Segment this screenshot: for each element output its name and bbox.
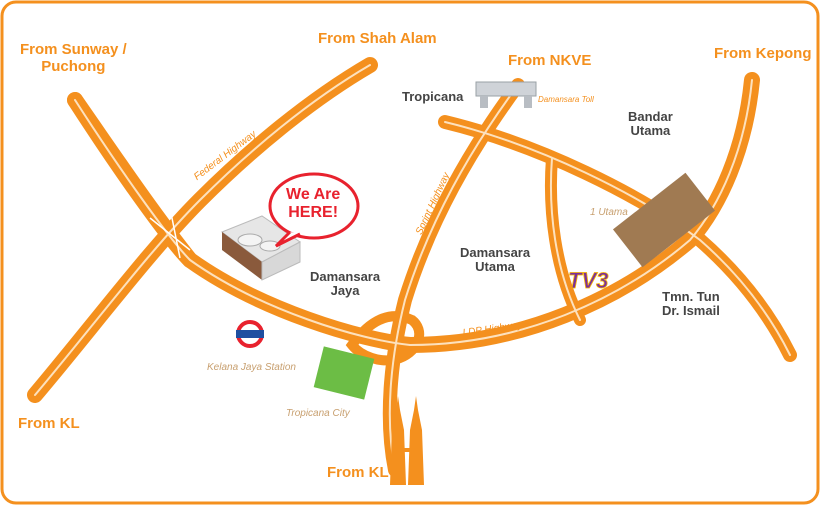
- we-are-here-bubble: [268, 172, 360, 248]
- tropicana-city-label: Tropicana City: [286, 408, 350, 419]
- petronas-towers-icon: [390, 396, 424, 485]
- interchange-loop: [345, 311, 425, 366]
- from-kepong-label: From Kepong: [714, 45, 812, 62]
- lrt-station-icon: [236, 320, 264, 348]
- tmn-tun-label: Tmn. Tun Dr. Ismail: [662, 289, 720, 319]
- kelana-jaya-label: Kelana Jaya Station: [207, 362, 296, 373]
- tropicana-label: Tropicana: [402, 89, 464, 104]
- svg-text:TV3: TV3: [568, 268, 608, 293]
- from-kl-west-label: From KL: [18, 415, 80, 432]
- one-utama-mall-icon: [612, 172, 716, 268]
- we-are-here-text: We Are HERE!: [286, 186, 341, 222]
- office-building-icon: [220, 215, 301, 281]
- junction-marks: [149, 207, 191, 259]
- from-kl-south-label: From KL: [327, 464, 389, 481]
- from-sunway-label: From Sunway / Puchong: [20, 41, 127, 75]
- damansara-toll-label: Damansara Toll: [538, 95, 594, 104]
- damansara-utama-label: Damansara Utama: [460, 245, 531, 275]
- damansara-jaya-label: Damansara Jaya: [310, 269, 381, 299]
- toll-booth-icon: [475, 81, 537, 108]
- bandar-utama-label: Bandar Utama: [628, 109, 673, 139]
- road-network: [27, 57, 797, 477]
- one-utama-label: 1 Utama: [590, 207, 628, 218]
- tropicana-city-block-icon: [313, 346, 375, 400]
- tv3-logo-icon: TV3: [568, 268, 609, 294]
- from-shah-alam-label: From Shah Alam: [318, 30, 437, 47]
- from-nkve-label: From NKVE: [508, 52, 592, 69]
